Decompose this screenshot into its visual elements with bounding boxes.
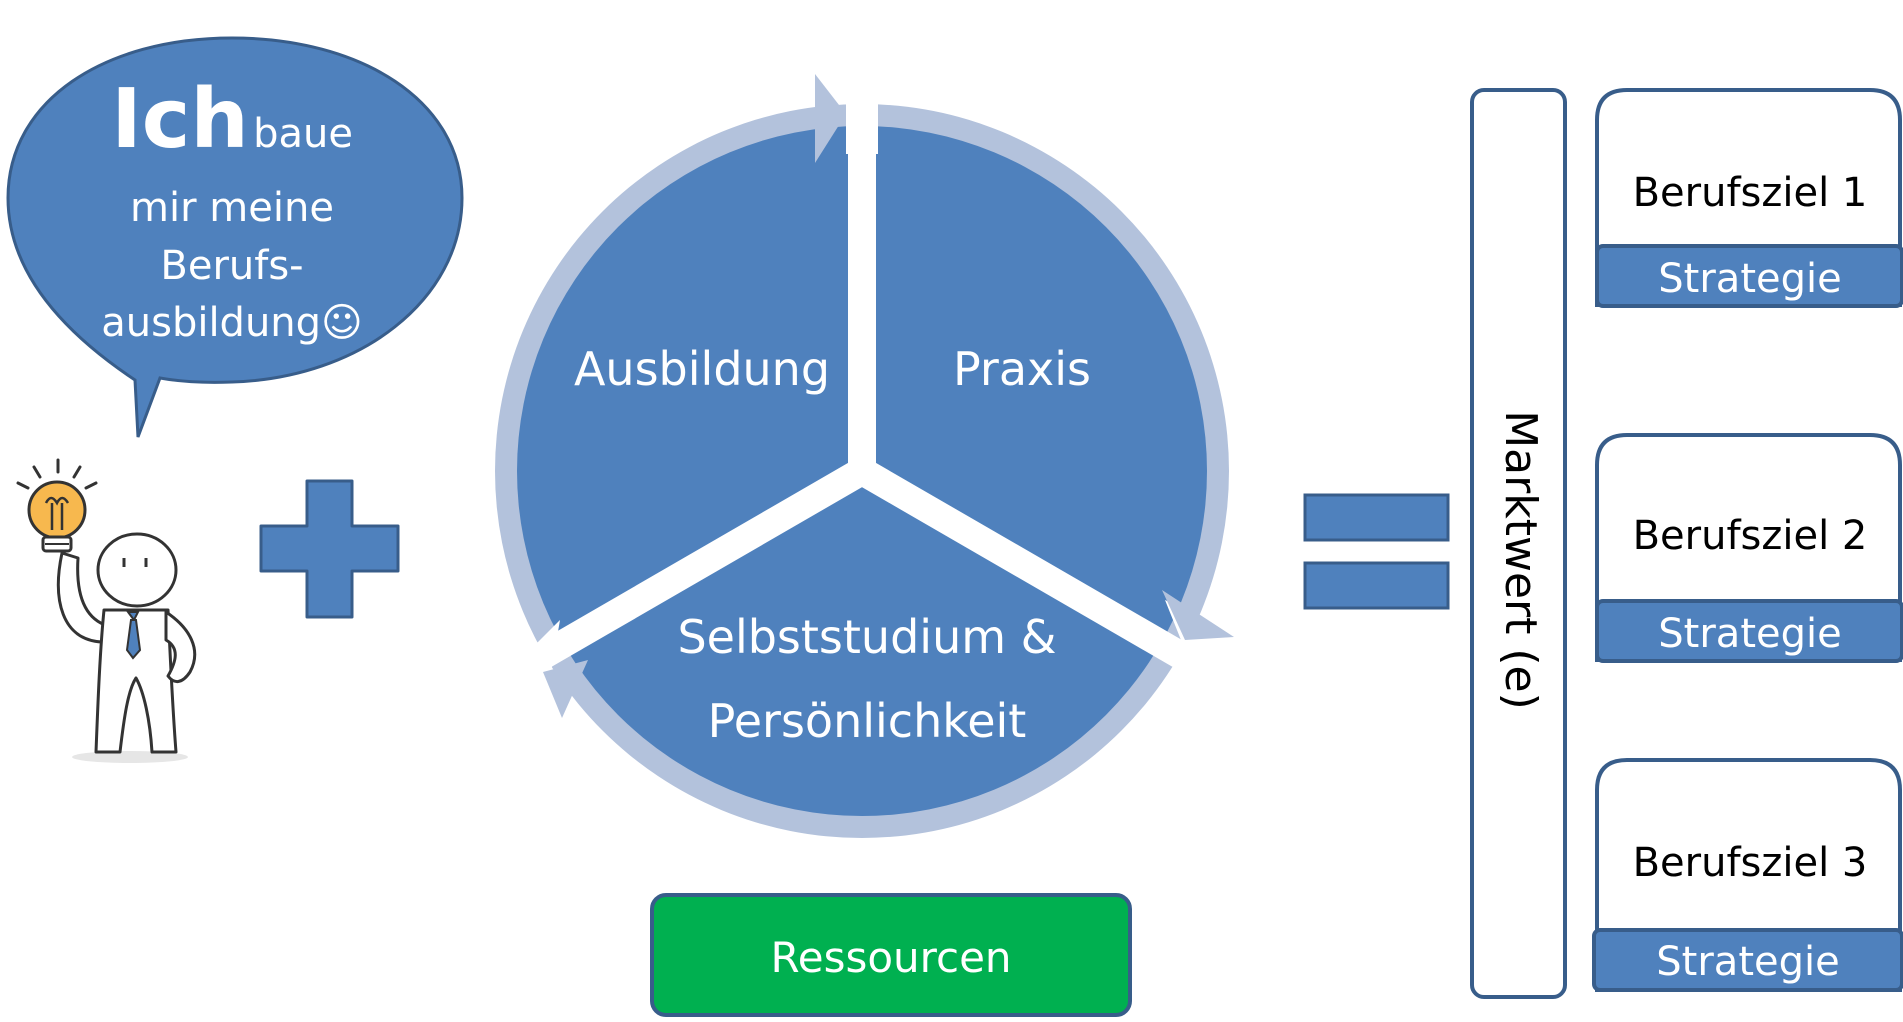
resources-label: Ressourcen (770, 933, 1011, 982)
goal-1-strategy: Strategie (1658, 256, 1841, 302)
bubble-line-2: mir meine (130, 185, 334, 231)
goal-1-title: Berufsziel 1 (1633, 170, 1868, 216)
cycle-diagram: Ausbildung Praxis Selbststudium & Persön… (495, 74, 1234, 838)
career-goal-3: Berufsziel 3 Strategie (1592, 758, 1903, 992)
segment-label-persoenlichkeit: Persönlichkeit (708, 694, 1027, 748)
bubble-line-4: ausbildung☺ (101, 300, 363, 346)
plus-icon (259, 479, 400, 619)
cycle-arrowhead-left (543, 660, 588, 718)
person-with-lightbulb-icon (16, 458, 197, 763)
cycle-divider-left (536, 458, 870, 668)
goal-2-title: Berufsziel 2 (1633, 513, 1868, 559)
segment-label-ausbildung: Ausbildung (574, 342, 830, 396)
bubble-line-3: Berufs- (160, 243, 303, 289)
career-goal-1: Berufsziel 1 Strategie (1595, 88, 1903, 308)
speech-bubble: Ich baue mir meine Berufs- ausbildung☺ (6, 36, 464, 438)
bubble-big-word: Ich (111, 72, 249, 167)
career-goal-2: Berufsziel 2 Strategie (1595, 433, 1903, 663)
cycle-divider-right (854, 458, 1188, 668)
equals-icon (1303, 493, 1450, 610)
segment-label-selbststudium: Selbststudium & (677, 610, 1056, 664)
bubble-line-1: baue (253, 111, 353, 157)
cycle-arrowhead-top (815, 74, 846, 163)
market-value-label: Marktwert (e) (1495, 410, 1546, 710)
resources-box: Ressourcen (650, 893, 1132, 1017)
goal-2-strategy: Strategie (1658, 611, 1841, 657)
segment-label-praxis: Praxis (953, 342, 1091, 396)
goal-3-strategy: Strategie (1656, 939, 1839, 985)
goal-3-title: Berufsziel 3 (1633, 840, 1868, 886)
market-value-bar: Marktwert (e) (1470, 88, 1567, 999)
cycle-arrowhead-right (1162, 590, 1234, 640)
